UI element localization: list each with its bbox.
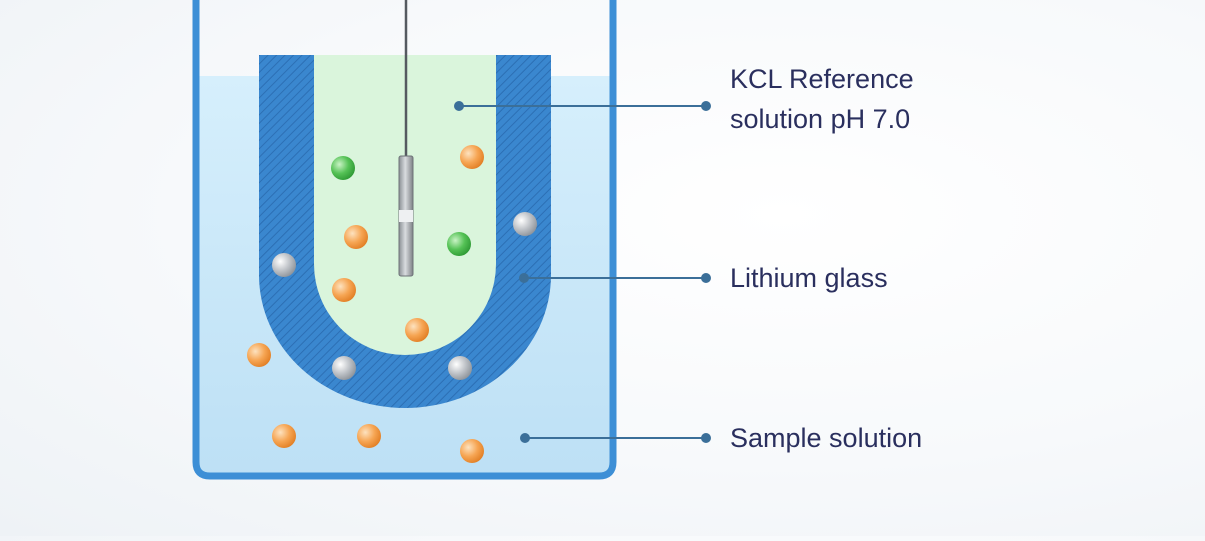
ion-orange bbox=[247, 343, 271, 367]
ion-orange bbox=[357, 424, 381, 448]
ion-gray bbox=[513, 212, 537, 236]
ion-orange bbox=[344, 225, 368, 249]
label-lithium-glass: Lithium glass bbox=[730, 263, 888, 293]
electrode-band bbox=[399, 210, 413, 222]
ion-green bbox=[447, 232, 471, 256]
label-kcl-reference-solution: KCL Reference solution pH 7.0 bbox=[730, 64, 914, 134]
ion-orange bbox=[332, 278, 356, 302]
ion-gray bbox=[272, 253, 296, 277]
beaker-outline bbox=[192, 0, 617, 480]
ion-gray bbox=[448, 356, 472, 380]
label-sample-solution: Sample solution bbox=[730, 423, 923, 453]
ion-orange bbox=[405, 318, 429, 342]
ion-orange bbox=[460, 145, 484, 169]
ion-orange bbox=[460, 439, 484, 463]
ion-orange bbox=[272, 424, 296, 448]
ions bbox=[247, 145, 537, 463]
ion-gray bbox=[332, 356, 356, 380]
ion-green bbox=[331, 156, 355, 180]
leader-lines bbox=[454, 101, 711, 443]
